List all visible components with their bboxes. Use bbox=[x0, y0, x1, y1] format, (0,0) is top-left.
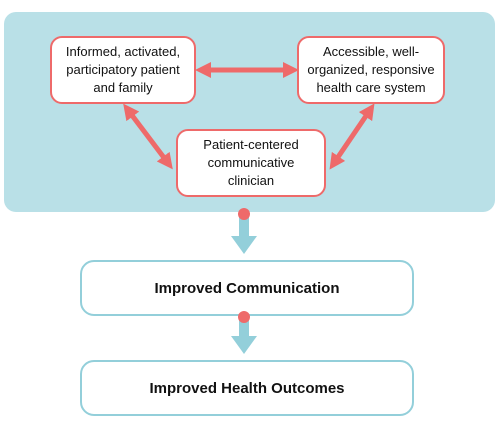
clinician-label: Patient-centered communicative clinician bbox=[203, 137, 299, 188]
panel-to-communication-arrow bbox=[231, 208, 257, 254]
health-care-system-node: Accessible, well-organized, responsive h… bbox=[297, 36, 445, 104]
health-care-system-label: Accessible, well-organized, responsive h… bbox=[307, 44, 435, 95]
clinician-node: Patient-centered communicative clinician bbox=[176, 129, 326, 197]
patient-family-node: Informed, activated, participatory patie… bbox=[50, 36, 196, 104]
improved-outcomes-label: Improved Health Outcomes bbox=[149, 379, 345, 397]
improved-communication-node: Improved Communication bbox=[80, 260, 414, 316]
patient-family-label: Informed, activated, participatory patie… bbox=[65, 44, 181, 95]
improved-communication-label: Improved Communication bbox=[154, 279, 340, 297]
improved-outcomes-node: Improved Health Outcomes bbox=[80, 360, 414, 416]
communication-to-outcomes-arrow bbox=[231, 311, 257, 354]
